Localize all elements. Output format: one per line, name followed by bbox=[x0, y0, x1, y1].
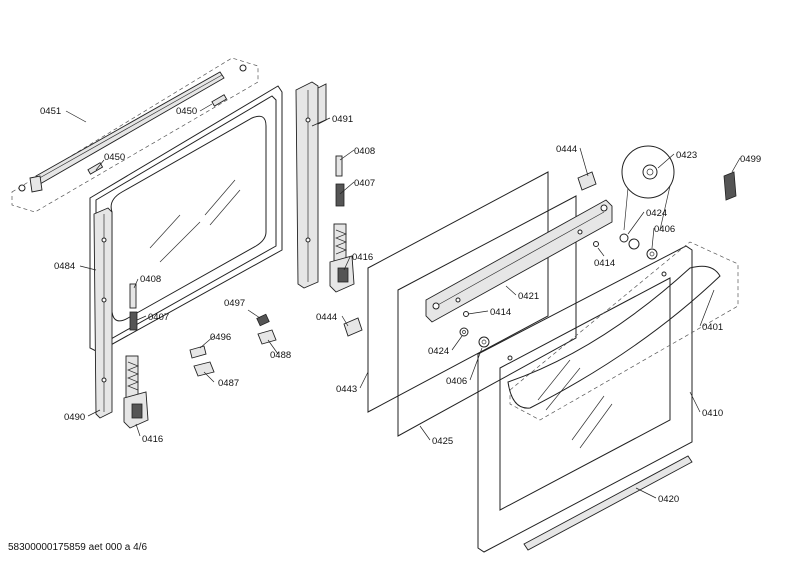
small-clips bbox=[189, 313, 277, 377]
callout-0499: 0499 bbox=[740, 154, 761, 165]
support-frame bbox=[425, 199, 613, 323]
callout-0443: 0443 bbox=[336, 384, 357, 395]
glass-pane-0425 bbox=[397, 195, 577, 437]
top-trim-assembly bbox=[11, 57, 259, 213]
bottom-strip bbox=[523, 455, 693, 551]
callout-0450: 0450 bbox=[104, 152, 125, 163]
callout-0423: 0423 bbox=[676, 150, 697, 161]
callout-0451: 0451 bbox=[40, 106, 61, 117]
callout-0425: 0425 bbox=[432, 436, 453, 447]
callout-0491: 0491 bbox=[332, 114, 353, 125]
callout-0407: 0407 bbox=[354, 178, 375, 189]
callout-0450: 0450 bbox=[176, 106, 197, 117]
callout-0444: 0444 bbox=[556, 144, 577, 155]
glass-pane-0443 bbox=[367, 171, 549, 413]
callout-leaders bbox=[65, 103, 741, 499]
callout-0496: 0496 bbox=[210, 332, 231, 343]
callout-0490: 0490 bbox=[64, 412, 85, 423]
callout-0421: 0421 bbox=[518, 291, 539, 302]
lower-fixing-parts bbox=[459, 311, 490, 348]
right-hinge-rail bbox=[295, 81, 355, 293]
callout-0401: 0401 bbox=[702, 322, 723, 333]
callout-0497: 0497 bbox=[224, 298, 245, 309]
left-hinge-rail bbox=[93, 207, 149, 429]
callout-0420: 0420 bbox=[658, 494, 679, 505]
callout-0406: 0406 bbox=[446, 376, 467, 387]
callout-0487: 0487 bbox=[218, 378, 239, 389]
inner-door-panel bbox=[89, 85, 283, 353]
callout-0408: 0408 bbox=[354, 146, 375, 157]
glass-clips-0444 bbox=[343, 171, 597, 337]
callout-labels: 0451 0450 0450 0484 0491 0408 0407 0416 … bbox=[40, 106, 761, 505]
callout-0414: 0414 bbox=[594, 258, 615, 269]
door-handle bbox=[507, 241, 739, 421]
callout-0424: 0424 bbox=[428, 346, 449, 357]
rating-label-sticker bbox=[723, 171, 737, 201]
callout-0484: 0484 bbox=[54, 261, 75, 272]
callout-0410: 0410 bbox=[702, 408, 723, 419]
callout-0407: 0407 bbox=[148, 312, 169, 323]
drawing-reference-footer: 58300000175859 aet 000 a 4/6 bbox=[8, 542, 148, 553]
callout-0488: 0488 bbox=[270, 350, 291, 361]
callout-0408: 0408 bbox=[140, 274, 161, 285]
outer-door-glass bbox=[477, 245, 693, 553]
callout-0416: 0416 bbox=[352, 252, 373, 263]
callout-0416: 0416 bbox=[142, 434, 163, 445]
callout-0406: 0406 bbox=[654, 224, 675, 235]
upper-fixing-parts bbox=[593, 145, 675, 260]
callout-0444: 0444 bbox=[316, 312, 337, 323]
callout-0424: 0424 bbox=[646, 208, 667, 219]
callout-0414: 0414 bbox=[490, 307, 511, 318]
